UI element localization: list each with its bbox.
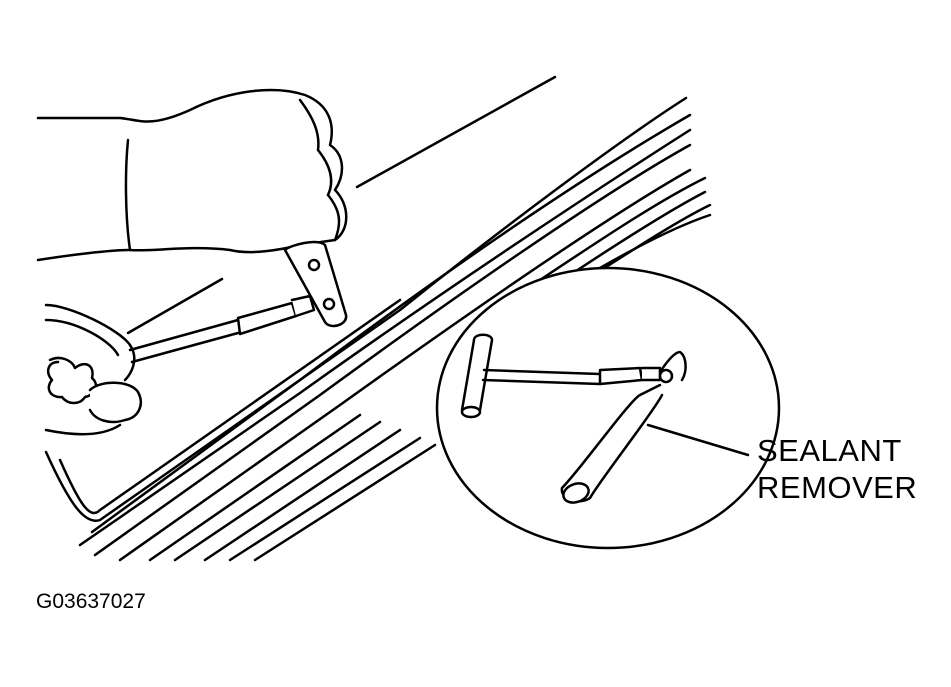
remover-tool-in-hand	[128, 240, 348, 364]
detail-circle	[435, 266, 781, 550]
callout-line-1: SEALANT	[757, 433, 902, 468]
body-panel-lines	[126, 75, 557, 335]
windshield-edge-lines	[44, 96, 712, 562]
sealant-remover-detail	[460, 333, 687, 504]
figure-code: G03637027	[36, 590, 146, 613]
callout-leader-line	[646, 423, 750, 457]
hand	[36, 88, 348, 436]
callout-label: SEALANT REMOVER	[757, 432, 917, 506]
callout-line-2: REMOVER	[757, 470, 918, 505]
